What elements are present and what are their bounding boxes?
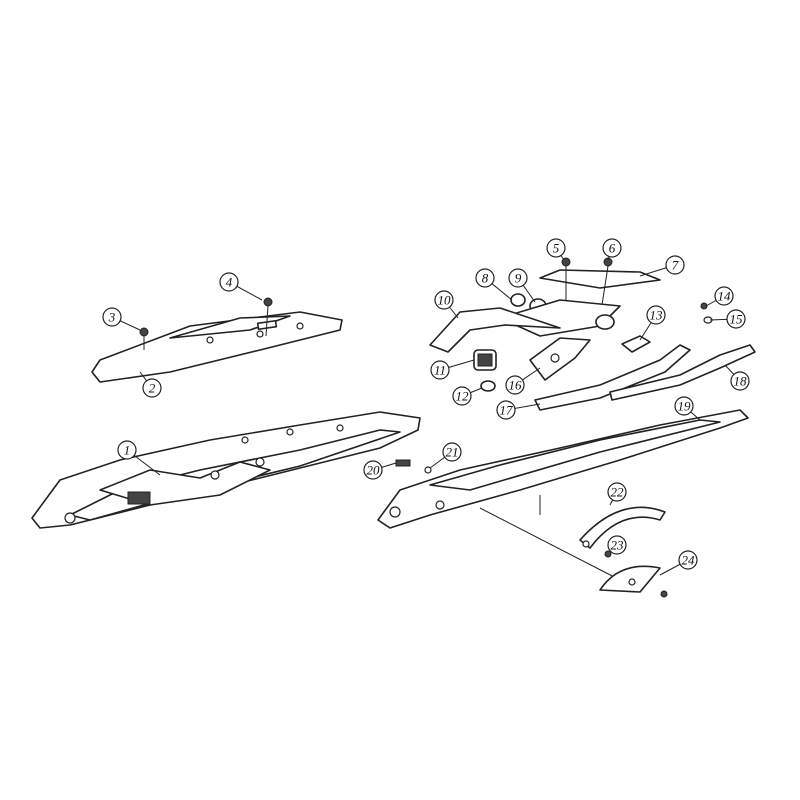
callout-label: 24	[682, 553, 696, 568]
callout-label: 5	[553, 241, 560, 256]
part-12-nut	[480, 380, 496, 392]
callout-10: 10	[434, 290, 459, 319]
callout-14: 14	[705, 286, 734, 307]
part-13-block	[621, 335, 651, 353]
callout-label: 21	[446, 445, 459, 460]
callout-circle	[430, 360, 450, 380]
callout-label: 15	[730, 312, 744, 327]
callout-19: 19	[674, 396, 701, 421]
part-3-screw	[139, 327, 149, 350]
part-2-plate	[91, 311, 343, 383]
callout-label: 2	[149, 381, 156, 396]
callout-circle	[546, 238, 566, 258]
callout-12: 12	[452, 386, 483, 406]
callout-circle	[142, 378, 162, 398]
callout-4: 4	[219, 272, 263, 301]
callout-circle	[363, 460, 383, 480]
callout-circle	[434, 290, 454, 310]
callout-label: 8	[482, 271, 489, 286]
callout-circle	[508, 268, 528, 288]
callout-15: 15	[709, 309, 746, 329]
callout-label: 22	[611, 485, 625, 500]
callout-label: 16	[509, 378, 523, 393]
callout-6: 6	[602, 238, 622, 261]
callout-22: 22	[607, 482, 627, 506]
callout-label: 10	[438, 293, 452, 308]
callout-5: 5	[546, 238, 566, 261]
callout-8: 8	[475, 268, 513, 301]
part-19-frame	[377, 409, 749, 581]
callout-label: 20	[367, 463, 381, 478]
callout-circle	[505, 375, 525, 395]
callout-label: 6	[609, 241, 616, 256]
callout-circle	[117, 440, 137, 460]
callout-circle	[496, 400, 516, 420]
callout-label: 11	[434, 363, 446, 378]
callout-label: 23	[611, 538, 625, 553]
callout-label: 13	[650, 308, 664, 323]
part-23-screw	[604, 550, 612, 558]
part-24-cap	[599, 565, 668, 598]
callout-circle	[726, 309, 746, 329]
part-17-bar	[534, 344, 691, 411]
part-7-plate	[539, 269, 661, 289]
callout-3: 3	[102, 307, 141, 331]
callout-label: 1	[124, 443, 131, 458]
part-4-screw	[263, 297, 273, 337]
part-10-arm	[429, 307, 561, 353]
callout-21: 21	[429, 442, 462, 469]
callout-circle	[452, 386, 472, 406]
callout-1: 1	[117, 440, 161, 476]
callout-label: 18	[734, 374, 748, 389]
callout-20: 20	[363, 460, 397, 480]
callout-13: 13	[639, 305, 666, 341]
callout-circle	[714, 286, 734, 306]
callout-2: 2	[139, 371, 162, 398]
callout-7: 7	[639, 255, 685, 277]
callout-label: 12	[456, 389, 470, 404]
part-16-bracket	[529, 337, 591, 381]
callout-circle	[102, 307, 122, 327]
part-21-washer	[424, 466, 432, 474]
callout-circle	[219, 272, 239, 292]
part-18-bar	[609, 344, 756, 401]
callout-label: 9	[515, 271, 522, 286]
callout-circle	[678, 550, 698, 570]
callout-17: 17	[496, 400, 541, 420]
callout-circle	[646, 305, 666, 325]
callout-23: 23	[607, 535, 627, 555]
callout-label: 3	[108, 310, 116, 325]
callout-label: 17	[500, 403, 514, 418]
callout-9: 9	[508, 268, 536, 303]
callout-circle	[607, 535, 627, 555]
part-22-handle	[579, 506, 666, 549]
part-1-assembly	[31, 411, 421, 529]
callout-11: 11	[430, 359, 475, 380]
callout-circle	[674, 396, 694, 416]
callout-circle	[607, 482, 627, 502]
callout-label: 4	[226, 275, 233, 290]
callout-18: 18	[724, 364, 750, 391]
callout-circle	[442, 442, 462, 462]
callout-circle	[730, 371, 750, 391]
part-20-screw	[395, 459, 411, 467]
callout-24: 24	[659, 550, 698, 576]
callout-circle	[665, 255, 685, 275]
callout-circle	[602, 238, 622, 258]
callout-label: 19	[678, 399, 692, 414]
callout-label: 14	[718, 289, 732, 304]
callout-16: 16	[505, 367, 541, 395]
callout-circle	[475, 268, 495, 288]
callout-label: 7	[672, 258, 679, 273]
part-11-spring	[473, 349, 497, 371]
